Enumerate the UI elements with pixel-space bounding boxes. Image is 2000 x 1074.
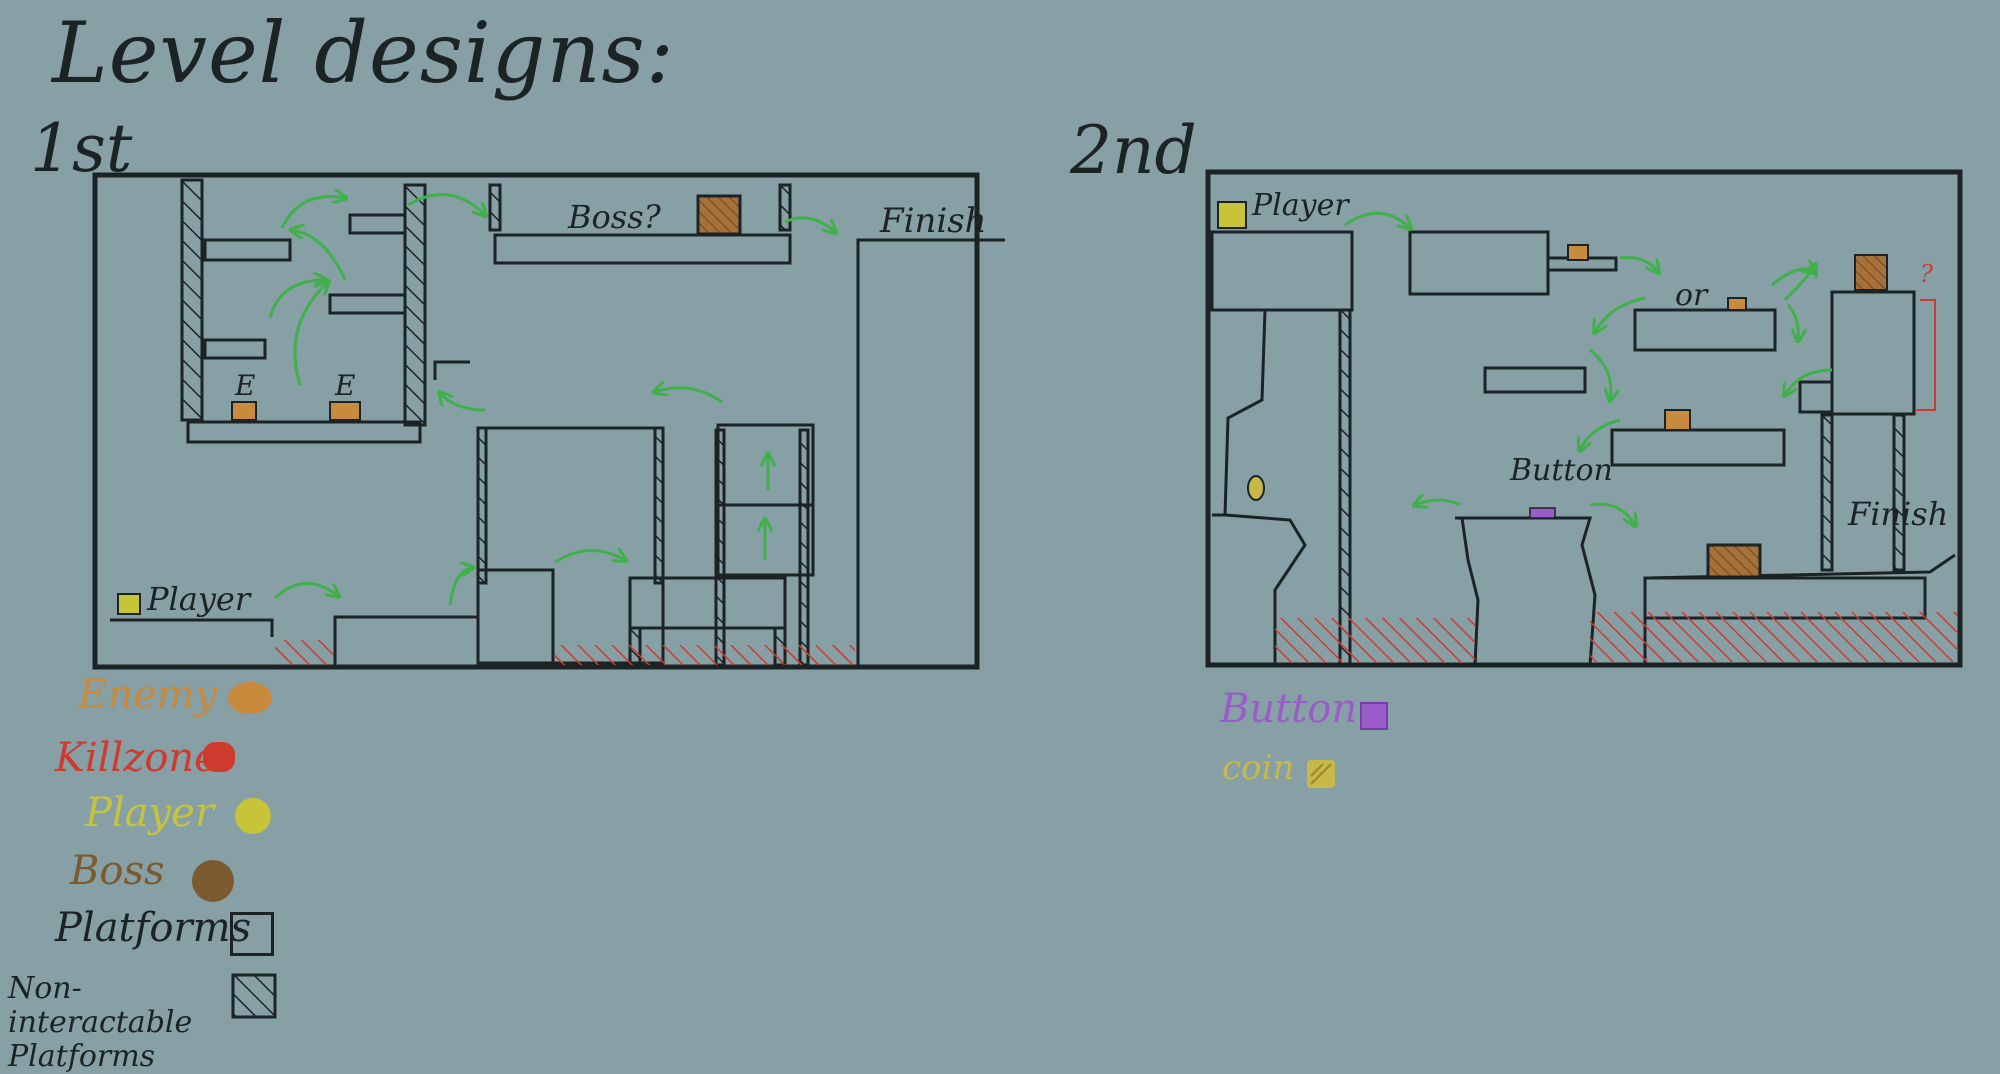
level2-frame [1205,169,1963,668]
level1-frame [92,172,980,670]
legend-player-label: Player [85,790,214,836]
legend-coin-swatch [1307,760,1335,788]
hatched-wall [714,428,726,667]
hatched-wall [1892,413,1906,572]
platform [348,213,407,235]
level2-label: 2nd [1070,112,1197,189]
enemy-marker [329,401,361,421]
hatched-wall [180,178,204,422]
finish-wall [856,238,1005,665]
hatched-wall [798,428,810,667]
button-label: Button [1509,453,1613,488]
killzone [555,645,855,665]
legend-noninteract-label: Non-interactable Platforms [8,971,193,1074]
coin-marker [1247,475,1265,501]
player-start-platform [110,618,274,637]
level2-map [1205,169,1963,668]
platform [1483,366,1587,394]
platform [203,338,267,360]
player-start-platform [1210,230,1354,312]
enemy-label: E [234,369,255,402]
hatched-wall [653,426,665,585]
platform [1633,308,1777,352]
platform [186,420,422,444]
legend-boss-swatch [192,860,234,902]
enemy-marker [1727,297,1747,311]
enemy-marker [1567,244,1589,261]
legend-killzone-label: Killzone [55,735,218,781]
legend-platforms-swatch [230,912,274,956]
player-label: Player [146,580,252,618]
legend-player-swatch [235,798,271,834]
legend-button-label: Button [1220,686,1358,732]
hatched-wall [488,183,502,232]
enemy-marker [1664,409,1691,431]
platform [433,360,470,380]
boss-label: Boss? [567,198,662,236]
finish-label: Finish [1847,495,1948,533]
killzone [275,640,333,665]
platform [1830,290,1916,416]
platform [203,238,292,262]
legend-coin-label: coin [1222,748,1295,788]
hatched-wall [778,183,792,232]
boss-marker [1854,254,1888,291]
player-label: Player [1251,188,1350,223]
finish-label: Finish [879,201,987,241]
hatched-wall [476,426,488,585]
killzone [1590,612,1958,662]
killzone-wall [1915,299,1936,411]
legend-button-swatch [1360,702,1388,730]
hatched-wall [1820,413,1834,572]
page-title: Level designs: [52,4,675,102]
level1-jump-arrows [268,195,835,606]
level2-jump-arrows [1344,211,1833,525]
level1-map [92,172,1005,670]
boss-platform [493,233,792,265]
player-marker [117,593,141,615]
button-marker [1529,507,1556,519]
legend-noninteract-swatch [231,973,277,1019]
enemy-marker [231,401,257,421]
player-marker [1217,201,1247,229]
legend-platforms-label: Platforms [55,905,252,951]
boss-marker [1706,543,1762,579]
hatched-wall [1338,308,1352,667]
question-mark: ? [1920,260,1933,288]
hatched-wall [403,183,427,427]
platform [628,576,787,630]
platform [1798,380,1834,414]
level-sketches: Boss? Finish Player E E [92,169,1963,670]
legend-killzone-swatch [203,742,235,772]
boss-marker [696,194,742,236]
enemy-label: E [334,369,355,402]
platform [333,568,555,665]
platform [1408,230,1550,296]
legend-enemy-label: Enemy [78,672,218,718]
platform [328,293,407,315]
button-pillar [1460,517,1480,666]
platform [1610,428,1786,467]
killzone [1275,618,1475,663]
or-label: or [1675,278,1709,313]
legend-boss-label: Boss [70,848,165,894]
legend-enemy-swatch [228,682,272,714]
